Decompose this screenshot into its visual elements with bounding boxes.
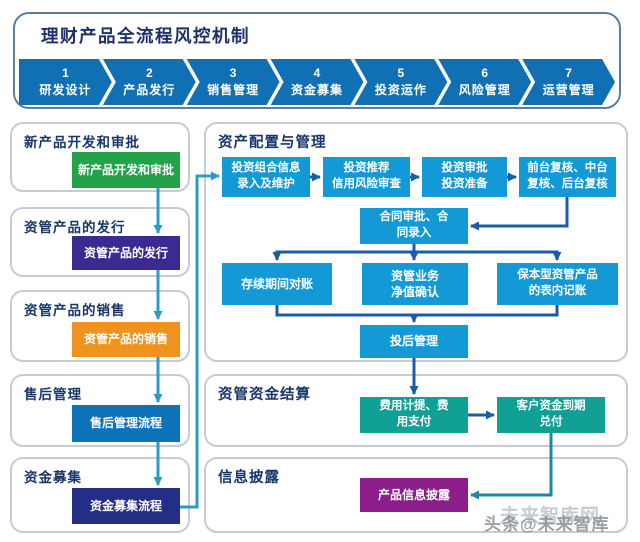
flow-box-front-middle-back-review: 前台复核、中台 复核、后台复核 (519, 157, 616, 197)
title-panel: 理财产品全流程风控机制 1 研发设计 2 产品发行 3 销售管理 4 资金募集 … (13, 12, 621, 109)
flow-box-contract-approval-entry: 合同审批、合 同录入 (360, 208, 468, 244)
step-label: 销售管理 (207, 83, 260, 97)
step-number: 4 (313, 65, 321, 80)
step-label: 产品发行 (123, 83, 176, 97)
section-header: 资管资金结算 (218, 387, 311, 403)
flow-box-fundraising-process: 资金募集流程 (72, 488, 180, 524)
section-header: 新产品开发和审批 (24, 135, 140, 150)
watermark-ghost-text: 未来智库网 (500, 506, 601, 527)
process-step-6: 6 风险管理 (438, 59, 531, 105)
process-step-3: 3 销售管理 (187, 59, 280, 105)
flow-box-new-product-approval: 新产品开发和审批 (72, 152, 180, 188)
section-header: 资金募集 (24, 470, 82, 485)
step-label: 运营管理 (542, 83, 595, 97)
section-header: 资管产品的销售 (24, 303, 126, 318)
process-step-5: 5 投资运作 (354, 59, 447, 105)
step-number: 6 (481, 65, 489, 80)
step-number: 2 (145, 65, 153, 80)
flow-box-fee-accrual-payment: 费用计提、费 用支付 (360, 397, 468, 433)
section-header: 售后管理 (24, 387, 82, 402)
flow-box-principal-guaranteed-accounting: 保本型资管产品 的表内记账 (497, 263, 618, 305)
section-header: 资管产品的发行 (24, 220, 126, 235)
step-label: 风险管理 (458, 83, 511, 97)
step-number: 7 (565, 65, 572, 80)
page-title: 理财产品全流程风控机制 (41, 26, 250, 46)
step-number: 5 (397, 65, 405, 80)
flow-box-product-info-disclosure: 产品信息披露 (360, 478, 468, 512)
section-header: 信息披露 (218, 470, 280, 486)
flow-box-investment-recommendation: 投资推荐 信用风险审查 (323, 157, 410, 197)
process-step-bar: 1 研发设计 2 产品发行 3 销售管理 4 资金募集 5 投资运作 6 风险管… (19, 59, 615, 105)
flow-box-investment-approval: 投资审批 投资准备 (422, 157, 507, 197)
watermark-front-text: 头条@未来智库 (484, 515, 610, 534)
section-header: 资产配置与管理 (218, 135, 327, 151)
flow-box-portfolio-info-entry: 投资组合信息 录入及维护 (222, 157, 310, 197)
step-label: 研发设计 (39, 83, 92, 97)
step-number: 1 (62, 65, 69, 80)
process-step-1: 1 研发设计 (19, 59, 112, 105)
process-step-7: 7 运营管理 (522, 59, 615, 105)
flow-box-after-sales-process: 售后管理流程 (72, 405, 180, 442)
flow-box-client-fund-redemption: 客户资金到期 兑付 (497, 397, 605, 433)
step-number: 3 (229, 65, 237, 80)
flow-box-product-issuance: 资管产品的发行 (72, 236, 180, 270)
process-step-4: 4 资金募集 (271, 59, 364, 105)
step-label: 投资运作 (374, 83, 427, 97)
process-step-2: 2 产品发行 (103, 59, 196, 105)
step-label: 资金募集 (291, 83, 344, 97)
flow-box-product-sales: 资管产品的销售 (72, 322, 180, 357)
flow-box-post-investment-management: 投后管理 (360, 325, 468, 358)
flow-box-nav-confirmation: 资管业务 净值确认 (362, 263, 468, 305)
flow-box-duration-reconciliation: 存续期间对账 (222, 263, 332, 305)
watermark: 未来智库网 头条@未来智库 (484, 501, 638, 541)
